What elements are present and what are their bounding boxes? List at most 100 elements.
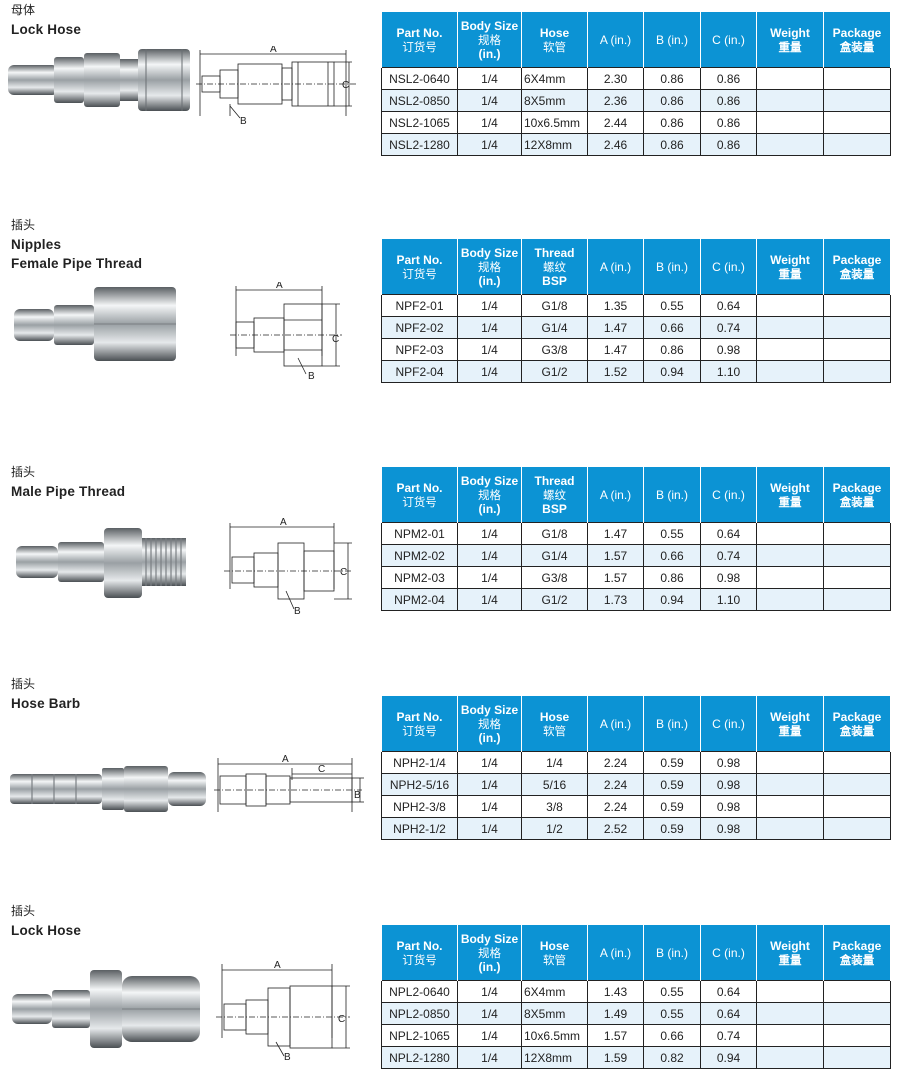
column-header: B (in.) [643, 239, 701, 295]
table-cell: NPF2-03 [381, 338, 458, 361]
dimension-letter-c: C [318, 764, 325, 775]
table-cell [756, 133, 824, 156]
table-cell [756, 360, 824, 383]
column-header-en: Package [832, 252, 882, 267]
table-cell: NPF2-01 [381, 294, 458, 317]
table-cell: 8X5mm [521, 1002, 588, 1025]
table-cell: 0.86 [643, 338, 701, 361]
table-cell: 1.47 [587, 316, 644, 339]
column-header-cn: 规格 [478, 945, 501, 960]
table-cell: NPL2-0640 [381, 980, 458, 1003]
table-cell: 3/8 [521, 795, 588, 818]
column-header-cn: 规格 [478, 716, 501, 731]
table-cell: NPM2-01 [381, 522, 458, 545]
table-cell: 0.94 [643, 360, 701, 383]
column-header-cn: 软管 [543, 39, 566, 54]
table-cell [756, 544, 824, 567]
table-cell: 2.46 [587, 133, 644, 156]
column-header: B (in.) [643, 696, 701, 752]
table-cell: 1.57 [587, 566, 644, 589]
section-title: 母体 Lock Hose [11, 1, 81, 39]
table-cell: NPM2-02 [381, 544, 458, 567]
table-cell: 0.66 [643, 544, 701, 567]
column-header-cn: 软管 [543, 723, 566, 738]
table-cell [823, 980, 891, 1003]
table-cell: 1.73 [587, 588, 644, 611]
column-header: B (in.) [643, 925, 701, 981]
column-header-en: Weight [770, 480, 810, 495]
dimension-letter-b: B [240, 116, 247, 127]
column-header-en: Hose [539, 709, 570, 724]
table-cell: NPH2-3/8 [381, 795, 458, 818]
dimension-letter-b: B [294, 606, 301, 617]
column-header: Part No.订货号 [381, 467, 458, 523]
table-cell [756, 111, 824, 134]
table-cell: 5/16 [521, 773, 588, 796]
column-header-en: Thread [534, 245, 575, 260]
column-header: Part No.订货号 [381, 925, 458, 981]
table-cell: 0.98 [700, 817, 757, 840]
product-photo-nipple-male-thread [16, 528, 186, 598]
table-cell: G3/8 [521, 566, 588, 589]
table-cell: 0.64 [700, 522, 757, 545]
dimension-letter-b: B [308, 371, 315, 382]
table-cell: 2.44 [587, 111, 644, 134]
column-header: C (in.) [700, 12, 757, 68]
table-cell: 0.98 [700, 751, 757, 774]
table-cell: 1/4 [457, 522, 522, 545]
dimension-drawing-nipple-lock-hose: A C B [216, 960, 350, 1062]
column-header-en: A (in.) [599, 716, 632, 731]
column-header-en: Body Size [460, 473, 519, 488]
table-cell: NPL2-1280 [381, 1046, 458, 1069]
table-cell: 0.59 [643, 773, 701, 796]
column-header-cn: 重量 [778, 494, 802, 509]
table-cell: 0.55 [643, 522, 701, 545]
table-cell: G1/8 [521, 294, 588, 317]
table-cell: 2.24 [587, 751, 644, 774]
column-header-cn: 订货号 [402, 723, 437, 738]
table-cell: 6X4mm [521, 67, 588, 90]
table-cell: 0.55 [643, 1002, 701, 1025]
dimension-letter-a: A [280, 517, 287, 528]
column-header-en: Weight [770, 709, 810, 724]
product-photo-nipple-hose-barb [10, 766, 206, 812]
table-cell: G1/2 [521, 588, 588, 611]
table-cell: 0.86 [643, 133, 701, 156]
section-title-cn: 插头 [11, 218, 36, 232]
table-cell: 1/4 [457, 316, 522, 339]
table-cell: NPH2-5/16 [381, 773, 458, 796]
table-cell: 1/4 [457, 544, 522, 567]
column-header-en: B (in.) [655, 487, 688, 502]
column-header-en: C (in.) [712, 487, 745, 502]
column-header-en: Package [832, 480, 882, 495]
table-cell: 2.24 [587, 795, 644, 818]
column-header-en: Part No. [396, 25, 443, 40]
table-cell: 2.30 [587, 67, 644, 90]
table-cell [756, 67, 824, 90]
column-header: B (in.) [643, 467, 701, 523]
table-cell [823, 1046, 891, 1069]
table-cell [756, 773, 824, 796]
table-cell: 0.66 [643, 1024, 701, 1047]
table-cell: 0.86 [700, 89, 757, 112]
table-cell: 1/4 [457, 795, 522, 818]
section-title-en-1: Nipples [11, 237, 62, 252]
column-header-cn: 螺纹 [543, 487, 566, 502]
table-cell [756, 588, 824, 611]
column-header: A (in.) [587, 12, 644, 68]
column-header-en: Body Size [460, 931, 519, 946]
